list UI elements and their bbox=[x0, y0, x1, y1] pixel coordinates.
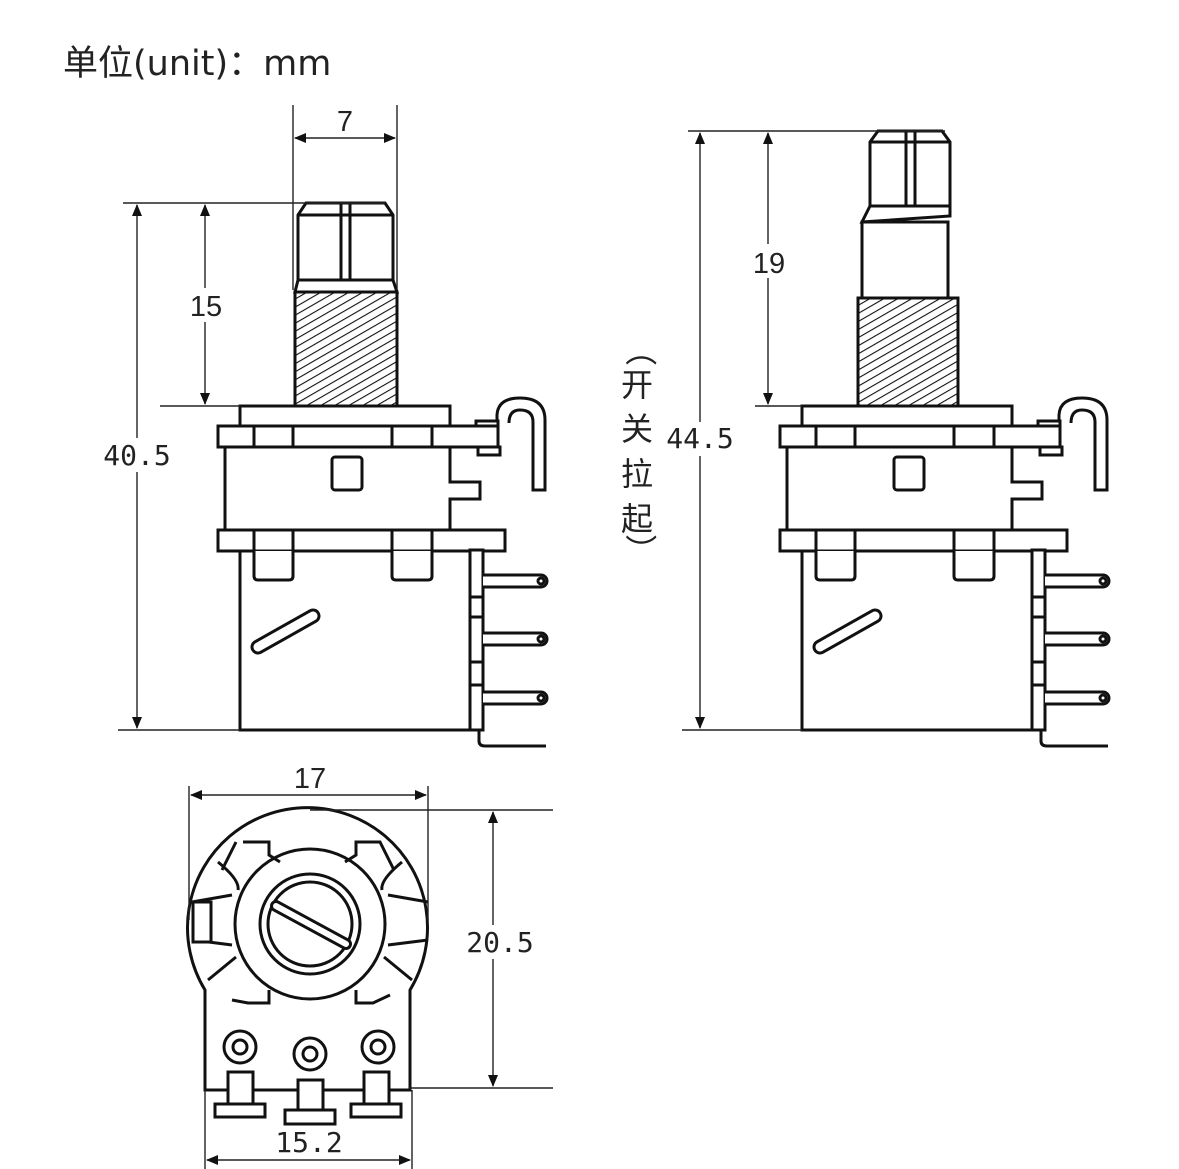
switch-pulled-note: （ 开 关 拉 起 ） bbox=[621, 334, 659, 566]
svg-text:开: 开 bbox=[621, 366, 653, 404]
dim-total-height: 40.5 bbox=[103, 439, 170, 472]
svg-text:关: 关 bbox=[621, 410, 653, 448]
dim-pulled-total-height: 44.5 bbox=[666, 422, 733, 455]
dim-shaft-width: 7 bbox=[337, 106, 353, 138]
side-view-shaft-pulled: 19 44.5 （ 开 关 拉 起 ） bbox=[621, 129, 1109, 746]
terminal-pins bbox=[213, 1070, 403, 1126]
dim-height: 20.5 bbox=[466, 926, 533, 959]
threaded-bushing bbox=[293, 290, 399, 408]
dim-pin-span: 15.2 bbox=[275, 1126, 342, 1159]
unit-label: 单位(unit)：mm bbox=[63, 44, 331, 84]
front-view: 17 20.5 15.2 bbox=[186, 763, 553, 1169]
svg-text:）: ） bbox=[621, 534, 659, 566]
dim-pulled-shaft-length: 19 bbox=[753, 248, 785, 280]
svg-text:拉: 拉 bbox=[621, 455, 653, 493]
terminal-holes bbox=[222, 1029, 396, 1072]
potentiometer-body bbox=[218, 398, 547, 746]
potentiometer-body bbox=[780, 398, 1109, 746]
threaded-bushing bbox=[856, 296, 960, 408]
shaft bbox=[860, 220, 950, 300]
dim-width: 17 bbox=[294, 763, 326, 795]
dim-shaft-length: 15 bbox=[190, 291, 222, 323]
side-view-shaft-down: 7 15 40.5 bbox=[98, 105, 547, 746]
svg-text:（: （ bbox=[621, 334, 659, 366]
svg-text:起: 起 bbox=[621, 500, 653, 538]
